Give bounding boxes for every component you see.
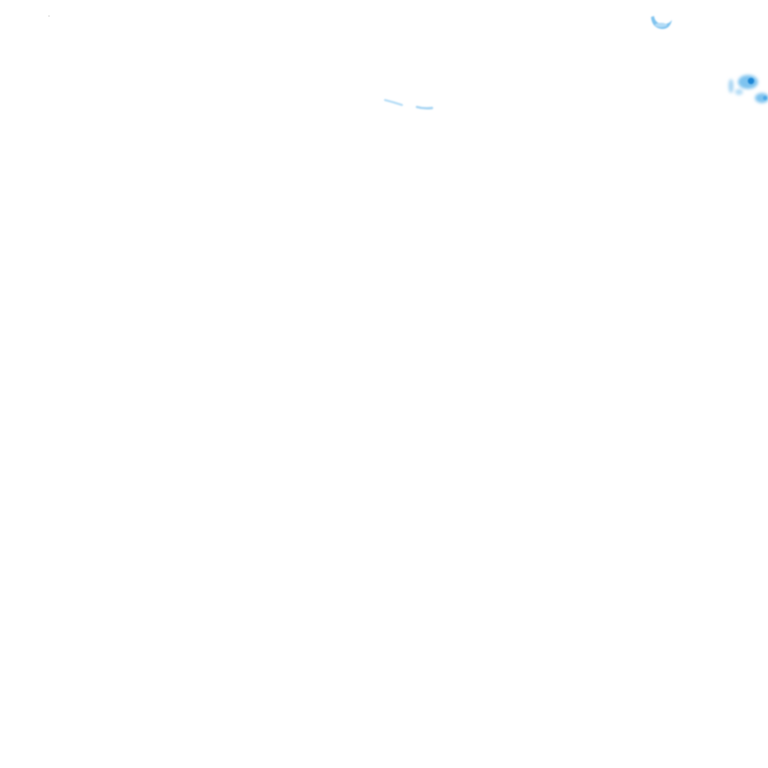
precip-cell-center — [384, 99, 434, 110]
precip-halo — [655, 22, 667, 28]
precip-blob — [755, 93, 768, 103]
precip-cell-top-right — [651, 16, 672, 29]
precip-streak — [384, 99, 403, 106]
precip-core — [747, 77, 755, 85]
precip-streak — [415, 105, 434, 110]
precip-speck-top-left — [48, 15, 50, 17]
precip-cluster-right-edge — [728, 75, 768, 103]
speck — [48, 15, 50, 17]
precip-blob — [728, 79, 734, 93]
precip-blob — [735, 89, 743, 95]
precip-core — [763, 96, 767, 100]
